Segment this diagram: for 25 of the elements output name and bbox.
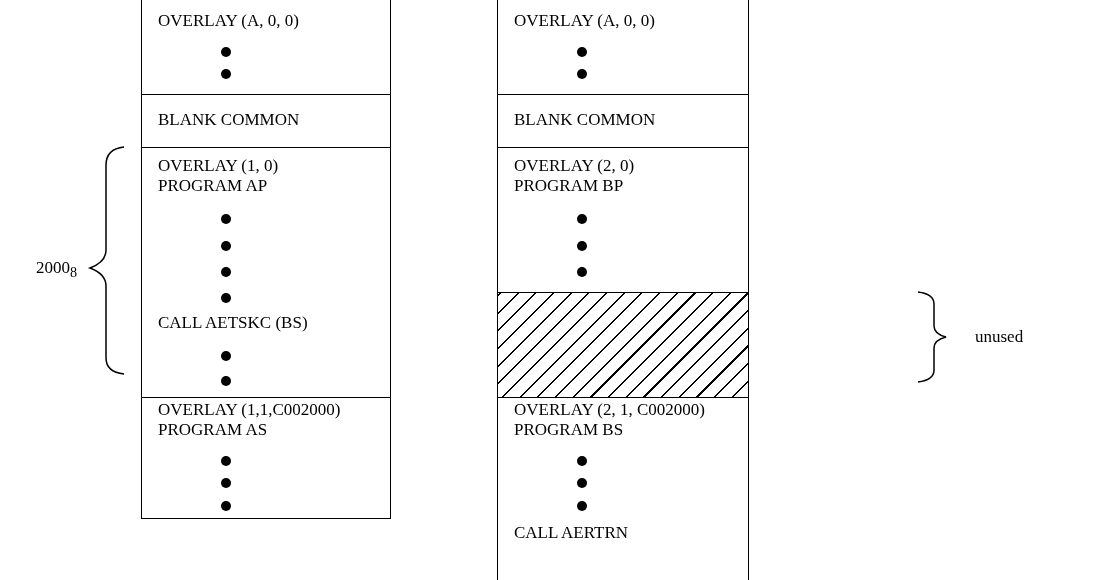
memory-segment bbox=[497, 147, 749, 294]
segment-text: PROGRAM AS bbox=[158, 420, 268, 440]
segment-text: PROGRAM BP bbox=[514, 176, 624, 196]
segment-title: OVERLAY (2, 1, C002000) bbox=[514, 400, 705, 420]
segment-text: CALL AETSKC (BS) bbox=[158, 313, 308, 333]
segment-text: CALL AERTRN bbox=[514, 523, 629, 543]
segment-title: BLANK COMMON bbox=[158, 110, 300, 130]
segment-title: OVERLAY (2, 0) bbox=[514, 156, 635, 176]
segment-text: PROGRAM BS bbox=[514, 420, 624, 440]
memory-segment bbox=[497, 0, 749, 95]
memory-segment bbox=[141, 397, 391, 519]
segment-title: BLANK COMMON bbox=[514, 110, 656, 130]
memory-segment bbox=[141, 94, 391, 148]
annotation-label: unused bbox=[975, 327, 1024, 347]
segment-title: OVERLAY (A, 0, 0) bbox=[158, 11, 299, 31]
dimension-label: 2000$_{8}$ bbox=[36, 258, 78, 282]
segment-title: OVERLAY (1,1,C002000) bbox=[158, 400, 341, 420]
memory-segment bbox=[141, 147, 391, 399]
segment-text: PROGRAM AP bbox=[158, 176, 268, 196]
memory-segment bbox=[141, 0, 391, 95]
segment-title: OVERLAY (1, 0) bbox=[158, 156, 279, 176]
memory-segment bbox=[497, 94, 749, 148]
memory-segment bbox=[497, 397, 749, 580]
hatched-region bbox=[497, 292, 749, 399]
segment-title: OVERLAY (A, 0, 0) bbox=[514, 11, 655, 31]
